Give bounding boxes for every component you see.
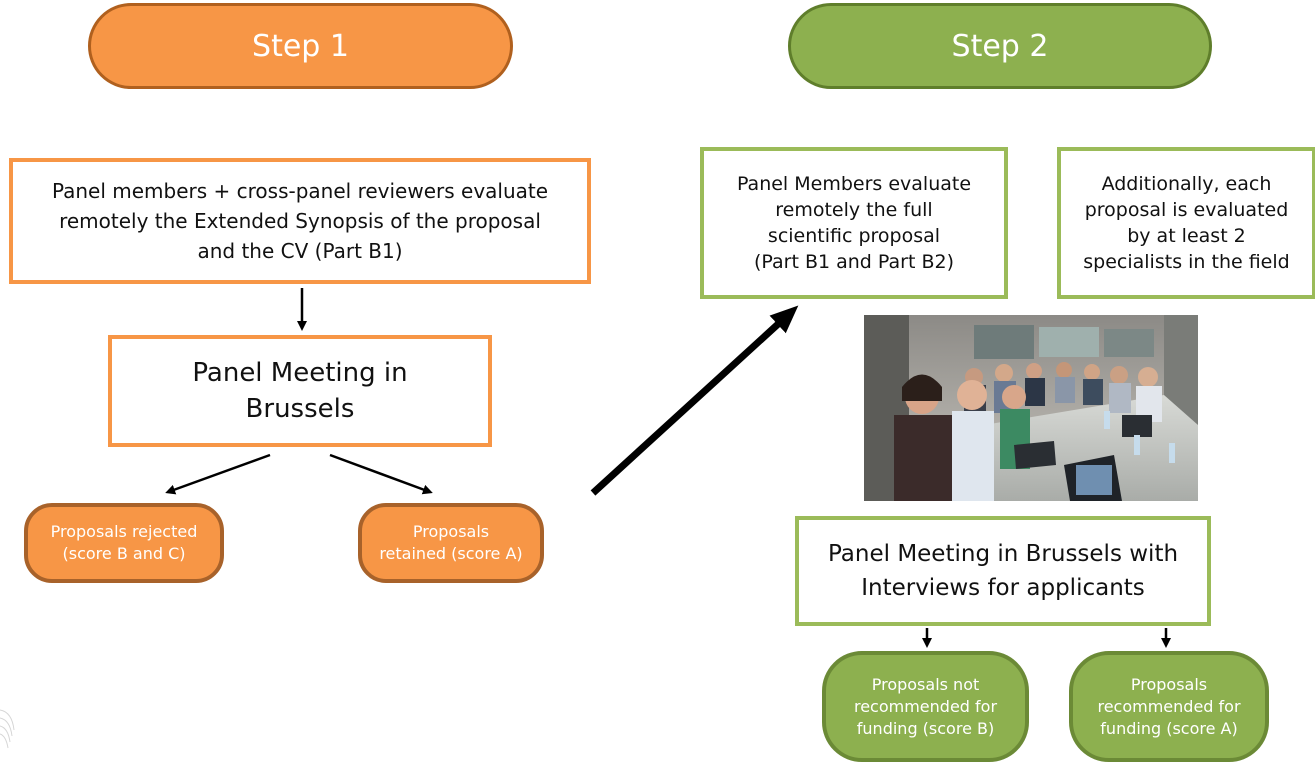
step-2-panel-meeting-text: Panel Meeting in Brussels with Interview… <box>827 541 1179 601</box>
proposals-retained-text: Proposals retained (score A) <box>379 522 523 563</box>
corner-decoration <box>0 709 15 749</box>
proposals-retained-box: Proposals retained (score A) <box>358 503 544 583</box>
step-1-panel-meeting-box: Panel Meeting in Brussels <box>108 335 492 447</box>
step-1-label: Step 1 <box>88 3 513 89</box>
step-2-specialists-text: Additionally, each proposal is evaluated… <box>1083 173 1290 273</box>
step-2-panel-evaluation-box: Panel Members evaluate remotely the full… <box>700 147 1008 299</box>
step-1-remote-evaluation-text: Panel members + cross-panel reviewers ev… <box>51 179 549 263</box>
arrow-meeting-to-retained <box>329 453 433 495</box>
arrow-step1-to-step2 <box>590 305 799 496</box>
step-2-text: Step 2 <box>951 28 1049 64</box>
step-2-panel-meeting-box: Panel Meeting in Brussels with Interview… <box>795 516 1211 626</box>
step-1-text: Step 1 <box>252 28 349 64</box>
arrow-meeting-to-rejected <box>165 453 271 495</box>
step-2-specialists-box: Additionally, each proposal is evaluated… <box>1057 147 1315 299</box>
proposals-not-recommended-text: Proposals not recommended for funding (s… <box>853 674 998 738</box>
proposals-recommended-text: Proposals recommended for funding (score… <box>1097 674 1241 738</box>
step-2-panel-evaluation-text: Panel Members evaluate remotely the full… <box>736 173 972 273</box>
proposals-rejected-text: Proposals rejected (score B and C) <box>50 522 198 563</box>
panel-meeting-photo-illustration <box>864 315 1198 501</box>
step-2-label: Step 2 <box>788 3 1212 89</box>
panel-meeting-photo <box>864 315 1198 501</box>
proposals-rejected-box: Proposals rejected (score B and C) <box>24 503 224 583</box>
proposals-recommended-box: Proposals recommended for funding (score… <box>1069 651 1269 762</box>
proposals-not-recommended-box: Proposals not recommended for funding (s… <box>822 651 1029 762</box>
step-1-panel-meeting-text: Panel Meeting in Brussels <box>192 358 408 424</box>
step-1-remote-evaluation-box: Panel members + cross-panel reviewers ev… <box>9 158 591 284</box>
